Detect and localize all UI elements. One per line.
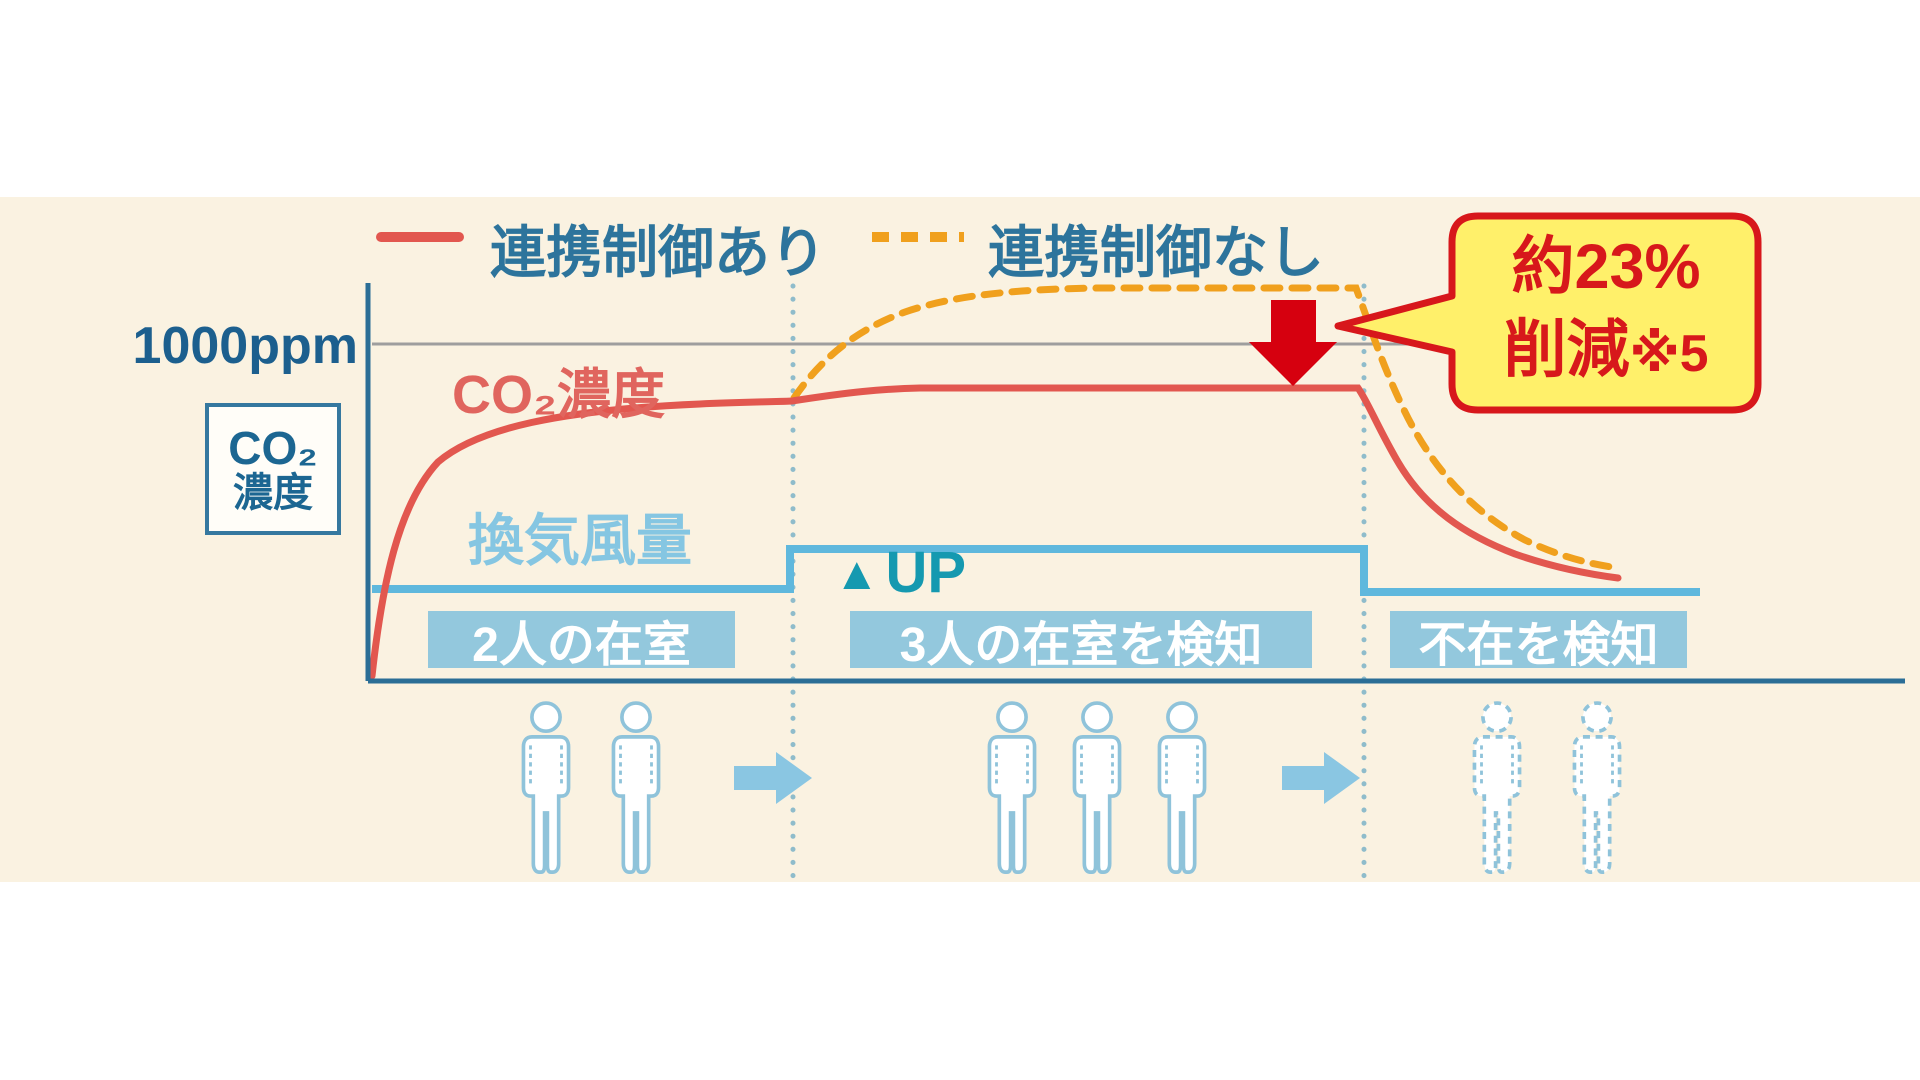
phase-transition-arrow-icon [1282, 752, 1360, 804]
legend-dashed-line-swatch [872, 232, 964, 242]
phase-label-2-persons: 2人の在室 [428, 611, 735, 672]
phase-label-absence-detected: 不在を検知 [1390, 611, 1687, 672]
legend-label-without-control: 連携制御なし [988, 221, 1324, 284]
person-icon [521, 701, 571, 874]
up-arrow-icon: ▲ [834, 547, 880, 599]
reduction-callout-line2: 削減※5 [1503, 315, 1709, 386]
co2-with-control-curve [368, 384, 1622, 680]
ventilation-curve-label: 換気風量 [468, 509, 692, 572]
y-axis-unit-box: CO₂ 濃度 [205, 403, 341, 535]
ventilation-up-marker: ▲ UP [834, 544, 966, 602]
person-absent-icon [1572, 701, 1622, 874]
reduction-callout-bubble [1334, 212, 1762, 414]
y-axis-unit-line2: 濃度 [233, 471, 313, 516]
person-icon [1072, 701, 1122, 874]
person-icon [611, 701, 661, 874]
phase-transition-arrow-icon [734, 752, 812, 804]
person-icon [1157, 701, 1207, 874]
reduction-callout-line1: 約23% [1511, 232, 1701, 302]
person-icon [987, 701, 1037, 874]
ventilation-step-line [372, 545, 1700, 596]
co2-curve-label: CO₂濃度 [452, 365, 665, 425]
reference-value-label: 1000ppm [132, 317, 358, 375]
person-absent-icon [1472, 701, 1522, 874]
y-axis-unit-line1: CO₂ [228, 421, 318, 474]
phase-label-3-persons-detected: 3人の在室を検知 [850, 611, 1312, 672]
reduction-callout-text: 約23% 削減※5 [1458, 226, 1754, 392]
legend-label-with-control: 連携制御あり [490, 221, 826, 284]
legend-solid-line-swatch [376, 232, 464, 242]
footnote-marker: ※5 [1629, 324, 1709, 383]
reduction-arrow-icon [1249, 300, 1337, 386]
up-label: UP [885, 540, 967, 605]
